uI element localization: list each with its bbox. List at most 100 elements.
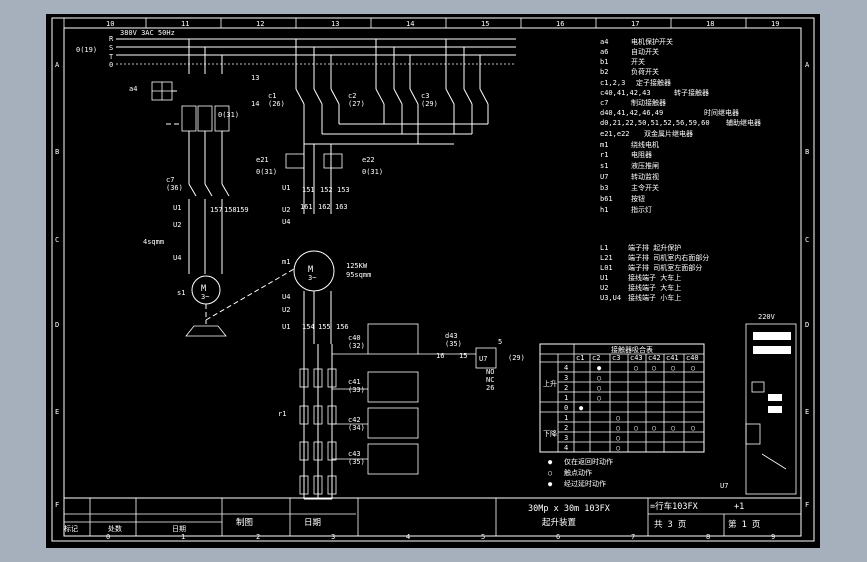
svg-text:○: ○ xyxy=(548,469,552,477)
svg-text:157: 157 xyxy=(210,206,223,214)
svg-text:c1: c1 xyxy=(268,92,276,100)
svg-text:M: M xyxy=(201,284,206,294)
svg-text:开关: 开关 xyxy=(631,57,645,66)
svg-text:1: 1 xyxy=(564,414,568,422)
date-label: 日期 xyxy=(304,518,321,528)
svg-text:3: 3 xyxy=(564,374,568,382)
schematic-svg: 10 11 12 13 14 15 16 17 18 19 0 1 2 3 4 … xyxy=(51,17,815,542)
table-cell-mark: ○ xyxy=(597,384,601,392)
svg-text:c43: c43 xyxy=(348,450,361,458)
svg-text:95sqmm: 95sqmm xyxy=(346,271,371,279)
bottom-num: 1 xyxy=(181,533,185,541)
svg-text:16: 16 xyxy=(436,352,444,360)
table-cell-mark: ○ xyxy=(691,424,695,432)
outer-frame xyxy=(51,17,815,542)
phase-t: T xyxy=(109,53,114,61)
table-notes: ● 仅在返回时动作 ○ 触点动作 ● 经过延时动作 xyxy=(548,457,613,488)
svg-text:a4: a4 xyxy=(129,85,137,93)
phase-0: 0 xyxy=(109,61,113,69)
top-num: 15 xyxy=(481,20,489,28)
svg-text:负荷开关: 负荷开关 xyxy=(631,67,659,76)
table-cell-mark: ○ xyxy=(652,424,656,432)
svg-text:151: 151 xyxy=(302,186,315,194)
svg-text:U1: U1 xyxy=(282,323,290,331)
svg-text:按钮: 按钮 xyxy=(631,194,645,203)
table-cell-mark: ○ xyxy=(691,364,695,372)
terminal-legend: L1 端子排 起升保护 L21 端子排 司机室内右面部分 L01 端子排 司机室… xyxy=(600,243,709,302)
svg-text:d40,41,42,46,49: d40,41,42,46,49 xyxy=(600,109,663,117)
device-legend: a4 电机保护开关 a6 自动开关 b1 开关 b2 负荷开关 c1,2,3 定… xyxy=(600,37,761,214)
a4-switch: a4 13 14 0(31) xyxy=(129,39,259,184)
svg-text:(32): (32) xyxy=(348,342,365,350)
left-letter: F xyxy=(55,501,59,509)
svg-text:163: 163 xyxy=(335,203,348,211)
svg-text:U2: U2 xyxy=(282,206,290,214)
svg-text:指示灯: 指示灯 xyxy=(631,205,652,214)
svg-text:c1: c1 xyxy=(576,354,584,362)
table-cell-mark: ○ xyxy=(634,364,638,372)
svg-text:(29): (29) xyxy=(508,354,525,362)
bottom-num: 8 xyxy=(706,533,710,541)
table-cell-mark: ○ xyxy=(616,424,620,432)
svg-text:e22: e22 xyxy=(362,156,375,164)
svg-text:220V: 220V xyxy=(758,313,776,321)
main-motor-symbol xyxy=(293,250,335,292)
svg-text:e21,e22: e21,e22 xyxy=(600,130,630,138)
svg-text:3: 3 xyxy=(564,434,568,442)
svg-text:端子排 起升保护: 端子排 起升保护 xyxy=(628,243,681,252)
svg-text:c41: c41 xyxy=(348,378,361,386)
top-num: 18 xyxy=(706,20,714,28)
svg-text:c40: c40 xyxy=(686,354,699,362)
svg-text:(33): (33) xyxy=(348,386,365,394)
svg-text:c43: c43 xyxy=(630,354,643,362)
svg-text:c7: c7 xyxy=(600,99,608,107)
svg-text:辅助继电器: 辅助继电器 xyxy=(726,118,761,127)
table-cell-mark: ○ xyxy=(671,424,675,432)
svg-text:绕线电机: 绕线电机 xyxy=(631,140,659,149)
svg-text:162: 162 xyxy=(318,203,331,211)
svg-text:(36): (36) xyxy=(166,184,183,192)
svg-text:U1: U1 xyxy=(173,204,181,212)
table-cell-mark: ○ xyxy=(597,374,601,382)
svg-text:(29): (29) xyxy=(421,100,438,108)
bottom-grid: 0 1 2 3 4 5 6 7 8 9 xyxy=(106,533,775,541)
left-letter: D xyxy=(55,321,59,329)
svg-text:a6: a6 xyxy=(600,48,608,56)
svg-text:(35): (35) xyxy=(348,458,365,466)
svg-text:r1: r1 xyxy=(278,410,286,418)
svg-text:转子接触器: 转子接触器 xyxy=(674,88,709,97)
svg-text:电机保护开关: 电机保护开关 xyxy=(631,37,673,46)
svg-text:s1: s1 xyxy=(600,162,608,170)
svg-text:触点动作: 触点动作 xyxy=(564,468,592,477)
svg-text:仅在返回时动作: 仅在返回时动作 xyxy=(564,457,613,466)
bottom-num: 0 xyxy=(106,533,110,541)
svg-text:L01: L01 xyxy=(600,264,613,272)
svg-text:U4: U4 xyxy=(173,254,181,262)
svg-text:3~: 3~ xyxy=(308,274,316,282)
bottom-num: 7 xyxy=(631,533,635,541)
svg-text:U4: U4 xyxy=(282,293,290,301)
table-cell-mark: ● xyxy=(579,404,584,412)
svg-text:U7: U7 xyxy=(720,482,728,490)
table-cells: ●○○○○○○○●○○○○○○○○ xyxy=(579,364,695,452)
svg-text:m1: m1 xyxy=(282,258,290,266)
svg-text:4: 4 xyxy=(564,444,568,452)
svg-text:d43: d43 xyxy=(445,332,458,340)
svg-text:处数: 处数 xyxy=(108,524,122,533)
svg-text:152: 152 xyxy=(320,186,333,194)
svg-text:端子排 司机室内右面部分: 端子排 司机室内右面部分 xyxy=(628,253,709,262)
svg-text:双金属片继电器: 双金属片继电器 xyxy=(644,129,693,138)
right-letter: C xyxy=(805,236,809,244)
supply-bus: 380V 3AC 50Hz 0(19) R S T 0 xyxy=(76,29,516,69)
svg-text:制动接触器: 制动接触器 xyxy=(631,98,666,107)
svg-text:c1,2,3: c1,2,3 xyxy=(600,79,625,87)
svg-text:日期: 日期 xyxy=(172,525,186,533)
top-grid: 10 11 12 13 14 15 16 17 18 19 xyxy=(63,18,779,28)
svg-text:L21: L21 xyxy=(600,254,613,262)
svg-text:(27): (27) xyxy=(348,100,365,108)
svg-text:U7: U7 xyxy=(479,355,487,363)
top-num: 19 xyxy=(771,20,779,28)
svg-text:b1: b1 xyxy=(600,58,608,66)
svg-text:b61: b61 xyxy=(600,195,613,203)
table-title: 接触器吸合表 xyxy=(611,345,653,354)
